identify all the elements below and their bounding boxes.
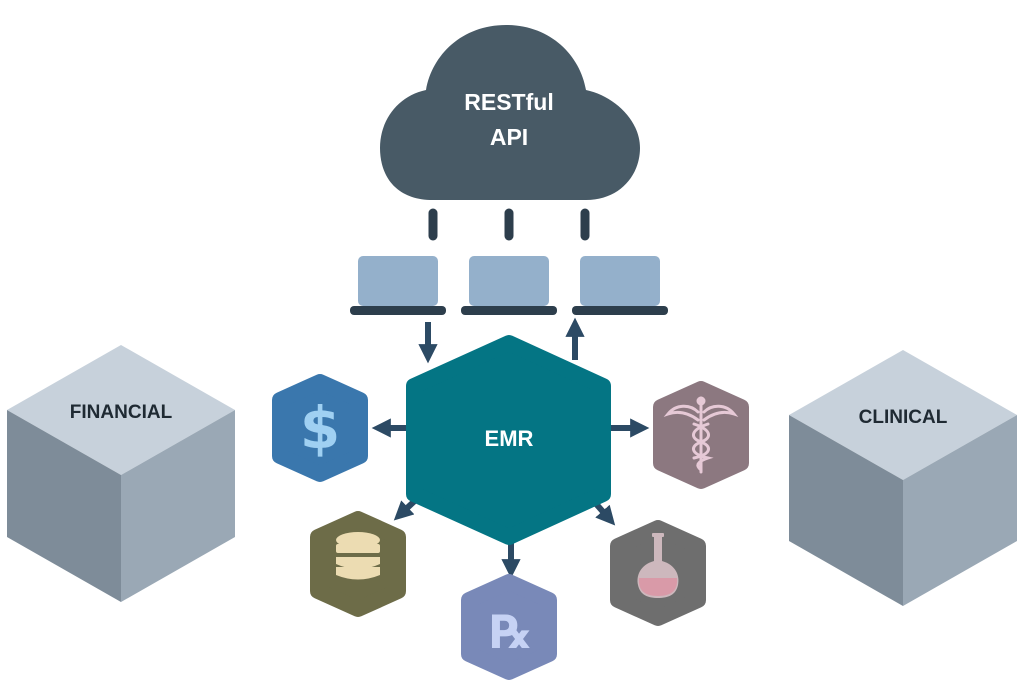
laptop-icon-middle	[461, 256, 557, 315]
financial-cube: FINANCIAL	[7, 345, 235, 602]
laptop-icon-right	[572, 256, 668, 315]
financial-label: FINANCIAL	[70, 402, 173, 423]
caduceus-icon	[663, 396, 739, 474]
clinical-cube: CLINICAL	[789, 350, 1017, 606]
laptop-icon-left	[350, 256, 446, 315]
prescription-icon: ℞	[490, 605, 531, 659]
clinical-node	[653, 381, 749, 489]
flask-icon	[637, 533, 679, 598]
financial-node: $	[272, 374, 368, 482]
cloud-label-line2: API	[490, 124, 528, 150]
restful-api-cloud: RESTful API	[380, 25, 640, 200]
dollar-icon: $	[300, 394, 340, 462]
database-icon	[336, 532, 380, 580]
database-node	[310, 511, 406, 617]
prescription-node: ℞	[461, 574, 557, 680]
clinical-label: CLINICAL	[859, 407, 948, 428]
cloud-label-line1: RESTful	[464, 89, 553, 115]
emr-label: EMR	[485, 426, 534, 451]
lab-node	[610, 520, 706, 626]
cloud-connectors	[428, 208, 590, 241]
emr-hub: EMR	[406, 335, 611, 545]
